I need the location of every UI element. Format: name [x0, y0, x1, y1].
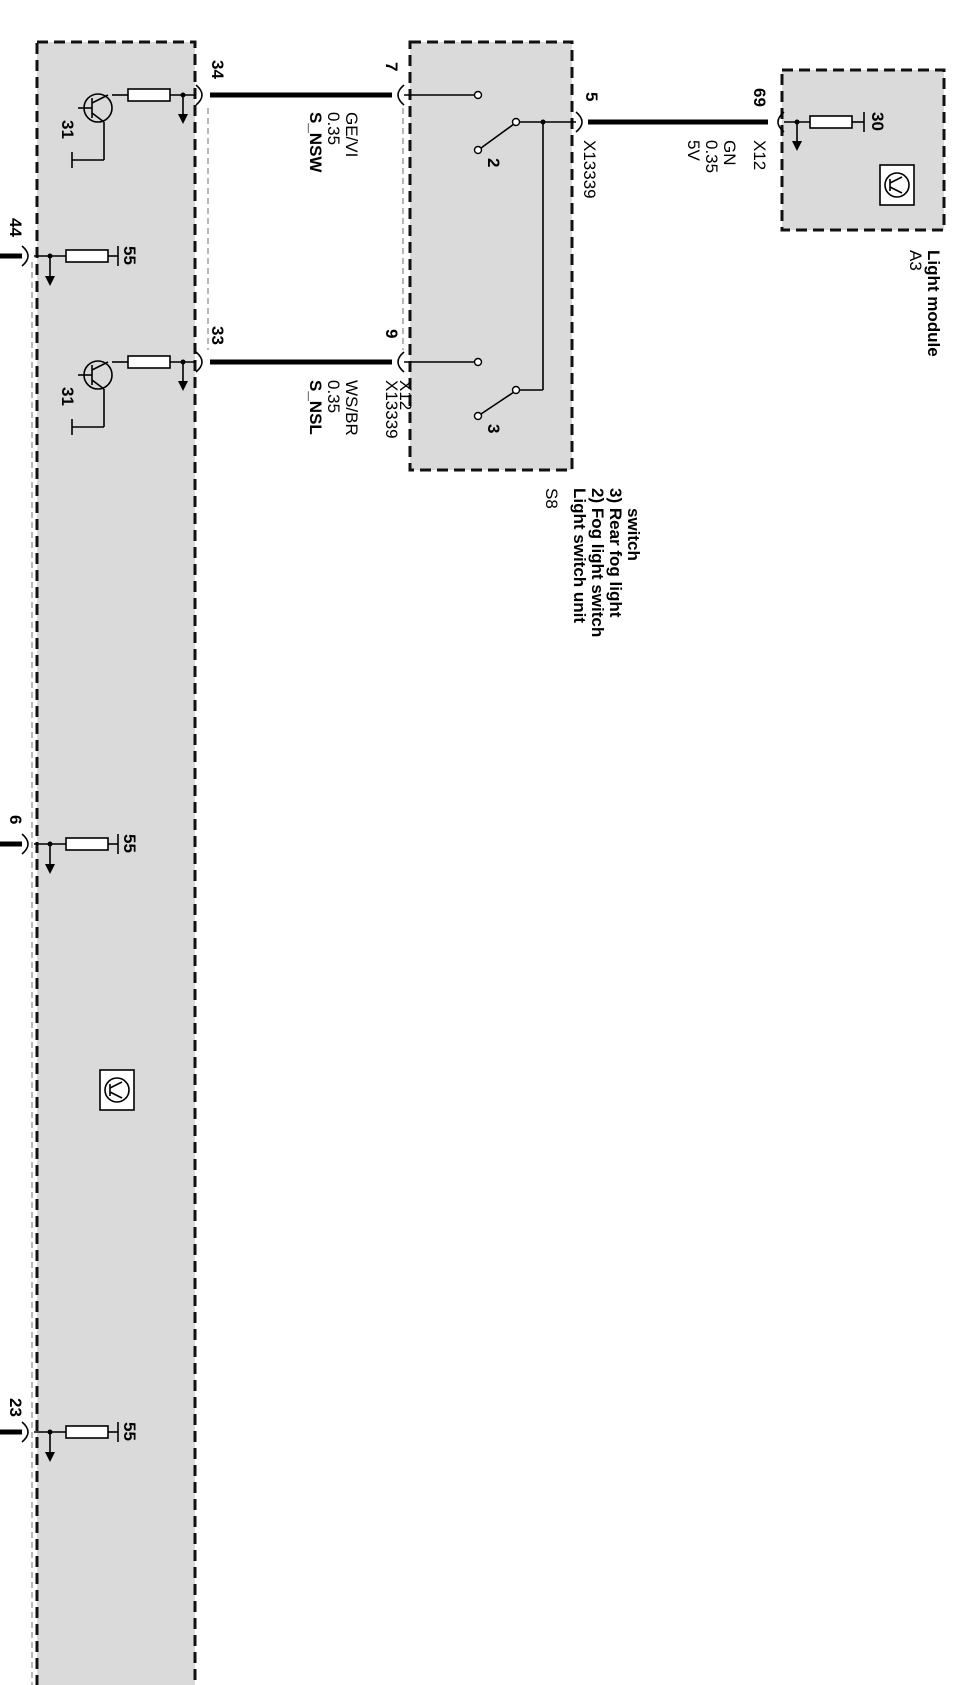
light-module-circuit [784, 112, 865, 151]
wire-bottom-signal: S_NSL [306, 380, 325, 435]
terminal-9 [397, 351, 405, 373]
wire-right-voltage: 5V [684, 140, 703, 161]
input-resistor-6 [34, 834, 119, 874]
wire-5v-label: 5V 0.35 GN [684, 140, 739, 173]
wire-right-color: GN [720, 140, 739, 166]
pin-2-label: 2 [484, 158, 503, 167]
pin-33-label: 33 [208, 326, 227, 345]
a3-name: Light module [924, 250, 943, 357]
pin-31-bottom-label: 31 [58, 387, 77, 406]
connector-x13339-bottom: X13339 [382, 380, 401, 439]
pin-23-label: 23 [6, 1398, 25, 1417]
pin-55-6-label: 55 [120, 834, 139, 853]
input-resistor-44 [34, 246, 119, 286]
pin-69-label: 69 [750, 88, 769, 107]
light-module-box [780, 68, 946, 232]
wire-top-signal: S_NSW [306, 112, 325, 173]
pin-31-top-label: 31 [58, 120, 77, 139]
pin-30-label: 30 [868, 112, 887, 131]
wire-bottom-connector: X12 [396, 380, 415, 410]
pin-34-label: 34 [208, 60, 227, 79]
control-unit-box [35, 40, 197, 1685]
connector-x13339-top: X13339 [580, 140, 599, 199]
terminal-7 [397, 84, 405, 106]
wire-s-nsw-label: S_NSW 0.35 GE/VI [306, 112, 361, 173]
terminal-6 [21, 833, 29, 855]
pin-3-label: 3 [484, 424, 503, 433]
light-module-symbol-icon [879, 164, 915, 206]
light-switch-unit-box [408, 40, 574, 472]
pin-44-label: 44 [6, 218, 25, 237]
s8-line2: 2) Fog light switch [588, 488, 607, 637]
s8-line4: switch [624, 508, 643, 561]
connector-x12-light: X12 [750, 140, 769, 170]
wire-top-size: 0.35 [324, 112, 343, 145]
wire-bottom-size: 0.35 [324, 380, 343, 413]
terminal-69 [777, 111, 785, 133]
transistor-stage-33 [71, 355, 196, 435]
wire-right-size: 0.35 [702, 140, 721, 173]
pin-55-44-label: 55 [120, 246, 139, 265]
terminal-5 [575, 111, 583, 133]
pin-55-23-label: 55 [120, 1422, 139, 1441]
control-unit-symbol-icon [99, 1069, 135, 1111]
pin-7-label: 7 [382, 62, 401, 71]
terminal-34 [195, 84, 203, 106]
component-a3-label: A3 Light module [906, 250, 943, 357]
s8-line1: Light switch unit [570, 488, 589, 623]
s8-line3: 3) Rear fog light [606, 488, 625, 618]
pin-5-label: 5 [582, 92, 601, 101]
input-resistor-23 [34, 1422, 119, 1462]
wire-s-nsl-label: S_NSL 0.35 WS/BR X12 [306, 380, 415, 436]
terminal-23 [21, 1421, 29, 1443]
switch-circuit [404, 90, 576, 421]
wire-top-color: GE/VI [342, 112, 361, 157]
terminal-44 [21, 245, 29, 267]
transistor-stage-34 [71, 88, 196, 168]
pin-6-label: 6 [6, 815, 25, 824]
wire-bottom-color: WS/BR [342, 380, 361, 436]
terminal-33 [195, 351, 203, 373]
s8-id: S8 [542, 488, 561, 509]
pin-9-label: 9 [382, 329, 401, 338]
a3-id: A3 [906, 250, 925, 271]
component-s8-label: S8 Light switch unit 2) Fog light switch… [542, 488, 643, 637]
